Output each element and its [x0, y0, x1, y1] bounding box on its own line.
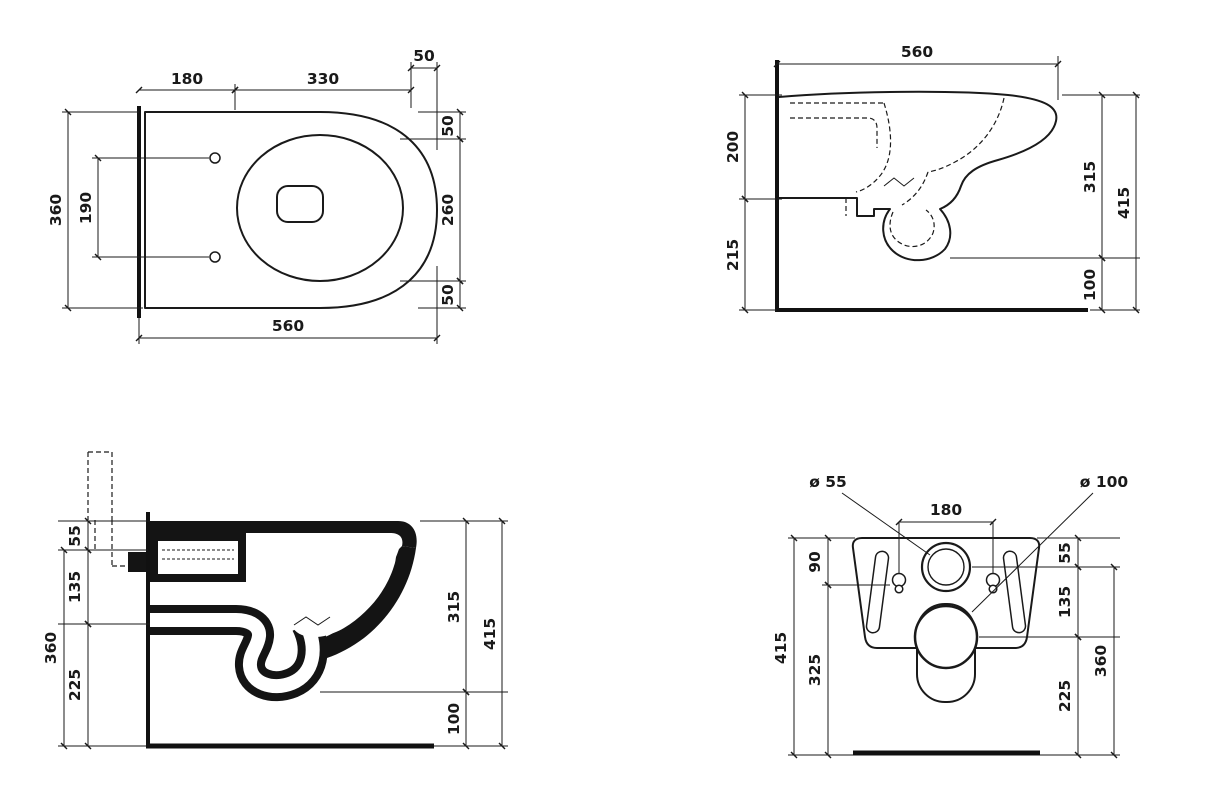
dim-side-100: 100 — [1081, 254, 1106, 314]
dim-label: 135 — [1056, 586, 1074, 618]
dim-side-560: 560 — [773, 43, 1062, 68]
inlet-connector-block — [128, 552, 146, 572]
dim-rear-415: 415 — [772, 534, 798, 759]
diameter-label-100: ø 100 — [1080, 473, 1129, 491]
dim-section-225: 225 — [66, 620, 92, 750]
drain-outlet-circle — [913, 604, 979, 670]
dim-label: 100 — [1081, 269, 1099, 302]
dim-plan-190: 190 — [77, 154, 102, 261]
dim-side-415: 415 — [1115, 91, 1140, 314]
dim-label: 415 — [1115, 187, 1133, 219]
dim-plan-180: 180 — [135, 70, 239, 94]
dim-label: 315 — [445, 591, 463, 623]
dim-plan-260: 260 — [439, 135, 464, 285]
water-line — [293, 616, 331, 626]
dim-label: 190 — [77, 192, 95, 225]
seat-mounting-hole — [209, 152, 221, 164]
concealed-cistern-pipe — [87, 451, 128, 567]
dim-label: 55 — [66, 525, 84, 547]
dim-label: 225 — [1056, 680, 1074, 712]
dim-label: 50 — [439, 284, 457, 306]
dim-side-200: 200 — [724, 91, 749, 203]
toilet-outline-side — [778, 90, 1058, 262]
dim-section-415: 415 — [481, 517, 506, 750]
dim-label: 360 — [1092, 645, 1110, 678]
dim-label: 560 — [272, 317, 305, 335]
seat-mounting-hole — [209, 251, 221, 263]
ceramic-section-rim — [150, 521, 417, 582]
keyhole-fixing-left-lower — [894, 584, 904, 594]
water-line — [883, 177, 915, 187]
dim-label: 325 — [806, 654, 824, 686]
dim-rear-55: 55 — [1056, 534, 1082, 571]
dim-label: 330 — [307, 70, 340, 88]
dim-label: 215 — [724, 239, 742, 271]
dim-plan-50-right-upper: 50 — [439, 108, 464, 143]
extension-lines — [62, 62, 466, 344]
dim-section-360: 360 — [42, 546, 68, 750]
dim-label: 260 — [439, 194, 457, 227]
dim-label: 90 — [806, 551, 824, 573]
toilet-outline-rear — [851, 537, 1041, 649]
bowl-opening — [236, 134, 404, 282]
dim-label: 100 — [445, 703, 463, 736]
dim-section-135: 135 — [66, 546, 92, 628]
dim-rear-180: 180 — [895, 501, 997, 526]
flush-channel-hidden-lines — [162, 549, 234, 560]
dim-side-215: 215 — [724, 195, 749, 314]
dim-label: 225 — [66, 669, 84, 701]
extension-lines — [739, 56, 1140, 311]
keyhole-fixing-right-lower — [988, 584, 998, 594]
plan-view: 180 330 50 50 260 50 360 190 — [47, 47, 466, 344]
dim-plan-50-right-lower: 50 — [439, 277, 464, 312]
dim-rear-135: 135 — [1056, 563, 1082, 641]
dim-label: 180 — [930, 501, 963, 519]
hidden-internal-lines — [790, 97, 1005, 248]
dim-label: 560 — [901, 43, 934, 61]
dim-label: 180 — [171, 70, 204, 88]
water-inlet-circle — [920, 541, 972, 593]
fixing-slot-right — [1002, 550, 1027, 634]
dim-label: 50 — [439, 115, 457, 137]
dim-section-55: 55 — [66, 517, 92, 554]
dim-side-315: 315 — [1081, 91, 1106, 262]
dim-plan-330: 330 — [231, 70, 415, 94]
dim-label: 135 — [66, 571, 84, 603]
dim-plan-50-top: 50 — [407, 47, 441, 72]
diameter-label-55: ø 55 — [809, 473, 847, 491]
dim-rear-90: 90 — [806, 534, 832, 589]
fixing-slot-left — [865, 550, 890, 634]
dim-plan-560: 560 — [135, 317, 441, 342]
dim-label: 415 — [481, 618, 499, 650]
dim-plan-360: 360 — [47, 108, 72, 312]
toilet-outline-plan — [144, 111, 438, 309]
leader-line-dia-100 — [971, 492, 1094, 613]
side-view: 560 200 215 315 100 415 — [724, 43, 1140, 314]
dim-label: 360 — [42, 632, 60, 665]
dim-label: 55 — [1056, 542, 1074, 564]
drain-opening — [276, 185, 324, 223]
dim-label: 200 — [724, 131, 742, 164]
dim-label: 415 — [772, 632, 790, 664]
bowl-cavity — [252, 541, 396, 638]
dim-label: 360 — [47, 194, 65, 227]
dim-rear-360: 360 — [1092, 563, 1118, 759]
ceramic-section-front-wall — [318, 546, 416, 658]
dim-section-315: 315 — [445, 517, 470, 696]
leader-line-dia-55 — [841, 492, 931, 556]
trap-channel — [150, 613, 320, 694]
rear-view: ø 55 ø 100 180 90 415 325 55 135 — [772, 473, 1129, 759]
dim-label: 315 — [1081, 161, 1099, 193]
water-inlet-inner-circle — [927, 548, 965, 586]
section-view: 55 135 225 360 315 100 415 — [42, 451, 508, 750]
dim-section-100: 100 — [445, 688, 470, 750]
dim-rear-325: 325 — [806, 581, 832, 759]
dim-label: 50 — [413, 47, 435, 65]
trap-outer-wall — [150, 605, 328, 702]
dim-rear-225: 225 — [1056, 633, 1082, 759]
